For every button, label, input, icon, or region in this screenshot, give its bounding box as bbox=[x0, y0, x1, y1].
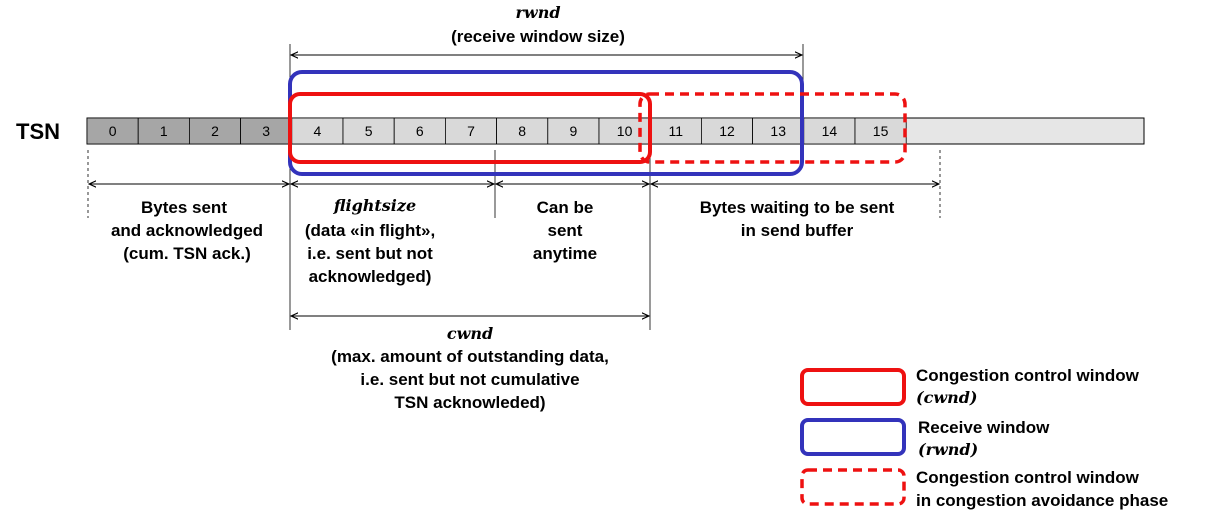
tsn-cell-1 bbox=[137, 117, 190, 145]
tsn-cell-label-1: 1 bbox=[160, 123, 168, 139]
tsn-cell-8 bbox=[496, 117, 549, 145]
flightsize-line1: (data «in flight», bbox=[305, 221, 435, 240]
rwnd-name: rwnd bbox=[515, 3, 560, 22]
tsn-cell-12 bbox=[701, 117, 754, 145]
rwnd-desc: (receive window size) bbox=[451, 27, 625, 46]
tsn-cell-15 bbox=[854, 117, 907, 145]
cwnd-name: cwnd bbox=[447, 324, 493, 343]
cwnd-line2: i.e. sent but not cumulative bbox=[360, 370, 579, 389]
tsn-cell-label-13: 13 bbox=[770, 123, 786, 139]
tsn-cell-label-6: 6 bbox=[416, 123, 424, 139]
tsn-cell-label-5: 5 bbox=[365, 123, 373, 139]
tsn-cell-label-8: 8 bbox=[518, 123, 526, 139]
bytes-sent-line1: Bytes sent bbox=[141, 198, 227, 217]
can-be-sent-line3: anytime bbox=[533, 244, 597, 263]
flightsize-name: flightsize bbox=[333, 196, 416, 215]
tsn-cell-11 bbox=[649, 117, 702, 145]
tsn-cell-7 bbox=[444, 117, 497, 145]
cwnd-ca-window bbox=[638, 92, 907, 164]
tsn-label: TSN bbox=[16, 119, 60, 144]
tsn-cell-label-7: 7 bbox=[467, 123, 475, 139]
tsn-cell-6 bbox=[393, 117, 446, 145]
legend-rwnd-swatch bbox=[800, 418, 906, 456]
flightsize-line3: acknowledged) bbox=[309, 267, 432, 286]
bytes-sent-line2: and acknowledged bbox=[111, 221, 263, 240]
waiting-line1: Bytes waiting to be sent bbox=[700, 198, 895, 217]
waiting-line2: in send buffer bbox=[741, 221, 854, 240]
tsn-cell-5 bbox=[342, 117, 395, 145]
tsn-cell-label-4: 4 bbox=[314, 123, 322, 139]
tsn-cell-label-15: 15 bbox=[873, 123, 889, 139]
can-be-sent-line1: Can be bbox=[537, 198, 594, 217]
can-be-sent-line2: sent bbox=[548, 221, 583, 240]
tsn-cell-3 bbox=[240, 117, 293, 145]
tsn-cell-0 bbox=[86, 117, 139, 145]
legend-cwnd-swatch bbox=[800, 368, 906, 406]
tsn-cell-label-14: 14 bbox=[822, 123, 838, 139]
flightsize-line2: i.e. sent but not bbox=[307, 244, 433, 263]
legend-ca-swatch bbox=[800, 468, 906, 506]
tsn-cell-label-0: 0 bbox=[109, 123, 117, 139]
tsn-cell-label-2: 2 bbox=[211, 123, 219, 139]
tsn-cell-label-10: 10 bbox=[617, 123, 633, 139]
legend-ca-line2: in congestion avoidance phase bbox=[916, 491, 1168, 510]
tsn-cell-label-11: 11 bbox=[669, 123, 684, 139]
cwnd-window bbox=[288, 92, 652, 164]
legend-rwnd-sym: (rwnd) bbox=[918, 440, 978, 459]
tsn-cell-label-12: 12 bbox=[719, 123, 735, 139]
legend-ca-line1: Congestion control window bbox=[916, 468, 1140, 487]
bytes-sent-line3: (cum. TSN ack.) bbox=[123, 244, 251, 263]
legend-cwnd-sym: (cwnd) bbox=[916, 388, 977, 407]
cwnd-line1: (max. amount of outstanding data, bbox=[331, 347, 609, 366]
cwnd-line3: TSN acknowleded) bbox=[394, 393, 545, 412]
tsn-cell-label-9: 9 bbox=[570, 123, 578, 139]
tsn-cell-label-3: 3 bbox=[262, 123, 270, 139]
legend-rwnd-title: Receive window bbox=[918, 418, 1050, 437]
legend: Congestion control window (cwnd) Receive… bbox=[800, 366, 1168, 510]
legend-cwnd-title: Congestion control window bbox=[916, 366, 1140, 385]
